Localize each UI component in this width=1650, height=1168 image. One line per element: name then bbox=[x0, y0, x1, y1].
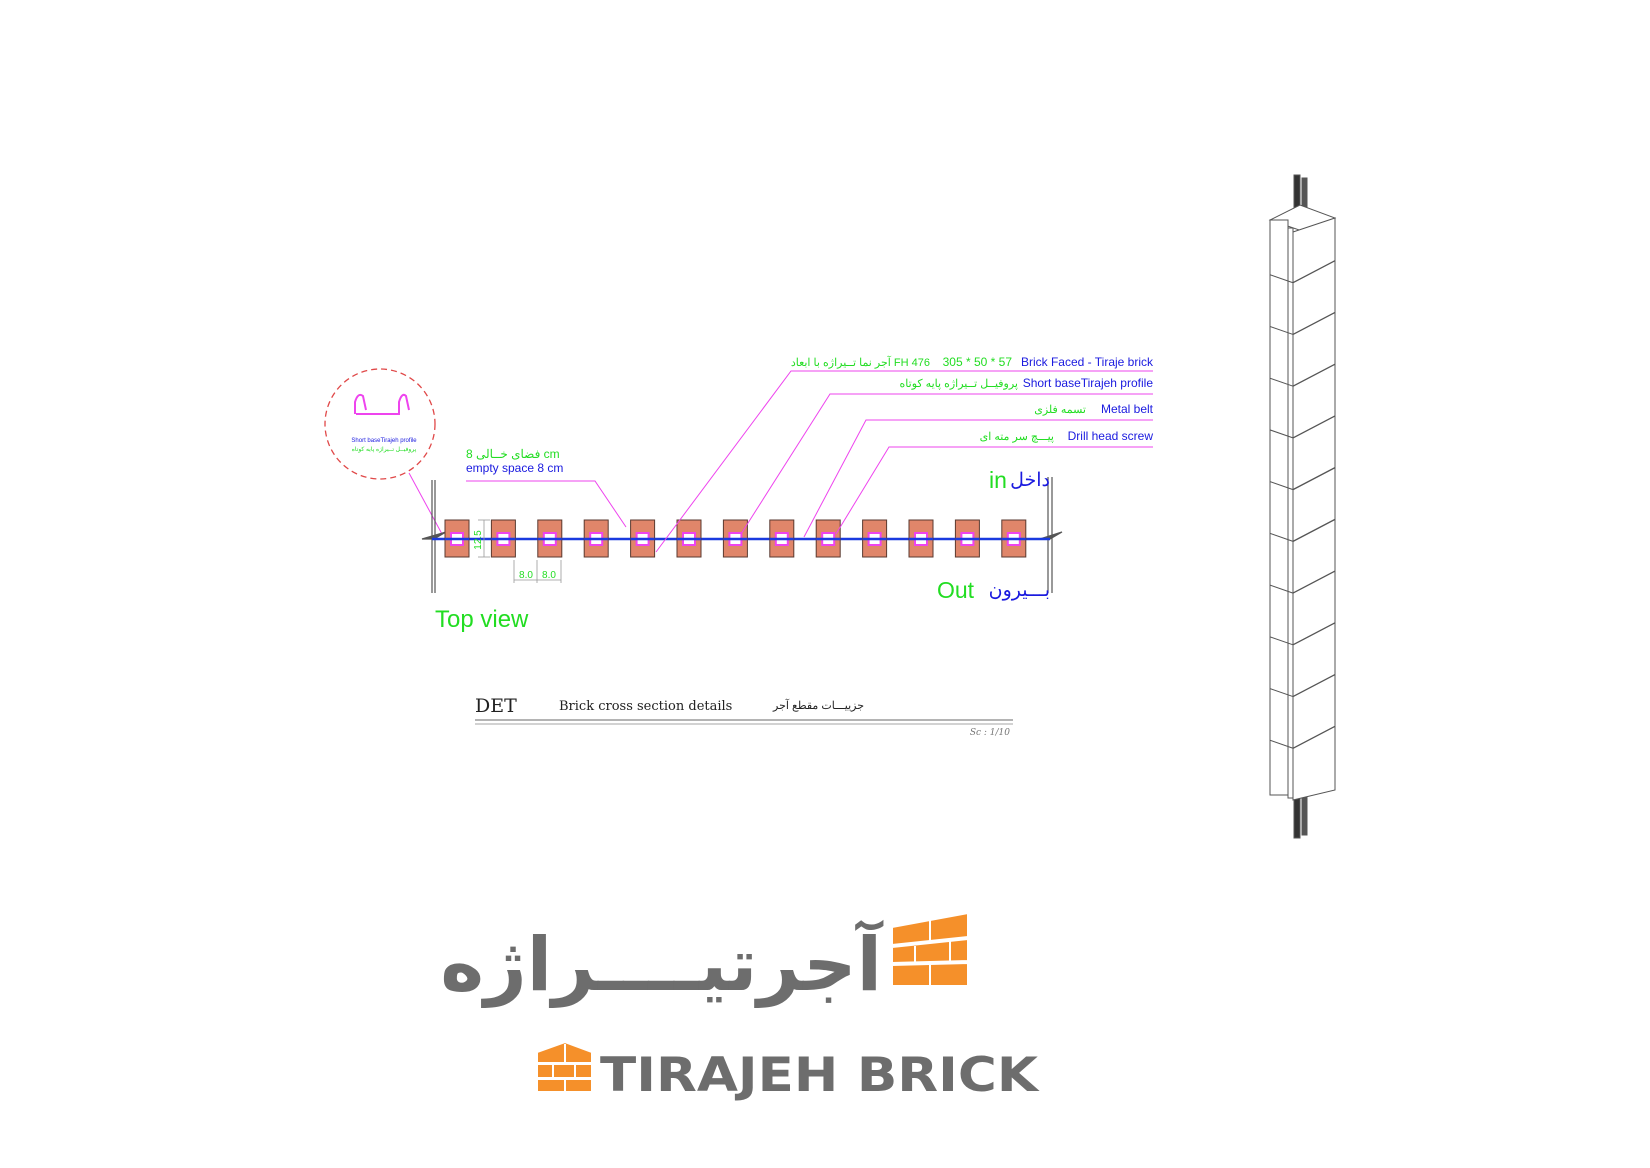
brick bbox=[630, 519, 656, 558]
empty-space-en: empty space 8 cm bbox=[466, 461, 563, 475]
dimension-height bbox=[478, 519, 490, 558]
dimension-gap2-label: 8.0 bbox=[542, 570, 556, 581]
callout-brick-dims: 305 * 50 * 57 bbox=[943, 355, 1013, 369]
brick bbox=[490, 519, 516, 558]
callout-belt-fa: تسمه فلزی bbox=[1034, 404, 1086, 416]
top-view-label: Top view bbox=[435, 606, 529, 633]
brick-row bbox=[444, 519, 1027, 558]
logo-en-text: TIRAJEH BRICK bbox=[600, 1048, 1040, 1103]
detail-label-en: Short baseTirajeh profile bbox=[351, 438, 417, 444]
inside-en: in bbox=[989, 467, 1007, 493]
empty-space-leader bbox=[466, 480, 627, 528]
inside-fa: داخل bbox=[1010, 470, 1050, 491]
title-scale: Sc : 1/10 bbox=[970, 728, 1010, 738]
title-en: Brick cross section details bbox=[559, 699, 732, 714]
callout-screw-fa: پیـــچ سر مته ای bbox=[980, 431, 1054, 443]
callout-profile-fa: پروفیــل تــیراژه پایه کوتاه bbox=[900, 378, 1018, 390]
dimension-gaps bbox=[513, 560, 562, 583]
brick bbox=[862, 519, 888, 558]
brick bbox=[583, 519, 609, 558]
empty-space-fa: فضای خــالی 8 cm bbox=[466, 447, 560, 461]
dimension-height-label: 12.5 bbox=[473, 530, 484, 550]
left-wall bbox=[421, 480, 447, 593]
callout-belt-en: Metal belt bbox=[1101, 402, 1154, 416]
brick bbox=[722, 519, 748, 558]
outside-fa: بـــیرون bbox=[989, 580, 1050, 601]
callout-profile-en: Short baseTirajeh profile bbox=[1023, 376, 1154, 390]
profile-detail-circle: Short baseTirajeh profile پروفیــل تــیر… bbox=[324, 368, 443, 535]
dimension-gap1-label: 8.0 bbox=[519, 570, 533, 581]
brick bbox=[444, 519, 470, 558]
callout-brick-fa: آجر نما تــیراژه با ابعاد FH 476 bbox=[791, 356, 930, 369]
brick bbox=[1001, 519, 1027, 558]
profile-shape-icon bbox=[354, 393, 410, 415]
title-fa: جزییـــات مقطع آجر bbox=[772, 699, 864, 712]
brick-logo-icon-small bbox=[536, 1040, 593, 1093]
brick bbox=[954, 519, 980, 558]
callout-screw: Drill head screw پیـــچ سر مته ای bbox=[835, 429, 1154, 535]
callout-metal-belt: Metal belt تسمه فلزی bbox=[803, 402, 1154, 538]
brick bbox=[537, 519, 563, 558]
brick bbox=[769, 519, 795, 558]
logo-en: TIRAJEH BRICK bbox=[536, 1040, 1040, 1103]
callout-screw-en: Drill head screw bbox=[1068, 429, 1154, 443]
brick-logo-icon bbox=[891, 911, 969, 987]
brick bbox=[908, 519, 934, 558]
logo-fa: آجرتیــــراژه bbox=[440, 911, 969, 1008]
brick bbox=[815, 519, 841, 558]
callout-profile: Short baseTirajeh profile پروفیــل تــیر… bbox=[740, 376, 1154, 535]
outside-en: Out bbox=[937, 577, 975, 603]
brick bbox=[676, 519, 702, 558]
detail-label-fa: پروفیــل تــیراژه پایه کوتاه bbox=[352, 446, 417, 453]
column-isometric-view bbox=[1268, 174, 1337, 839]
logo-fa-text: آجرتیــــراژه bbox=[440, 919, 883, 1008]
title-code: DET bbox=[475, 695, 517, 717]
callout-brick-en: Brick Faced - Tiraje brick bbox=[1021, 355, 1154, 369]
right-wall bbox=[1039, 477, 1063, 593]
callout-brick: Brick Faced - Tiraje brick 305 * 50 * 57… bbox=[655, 355, 1154, 553]
